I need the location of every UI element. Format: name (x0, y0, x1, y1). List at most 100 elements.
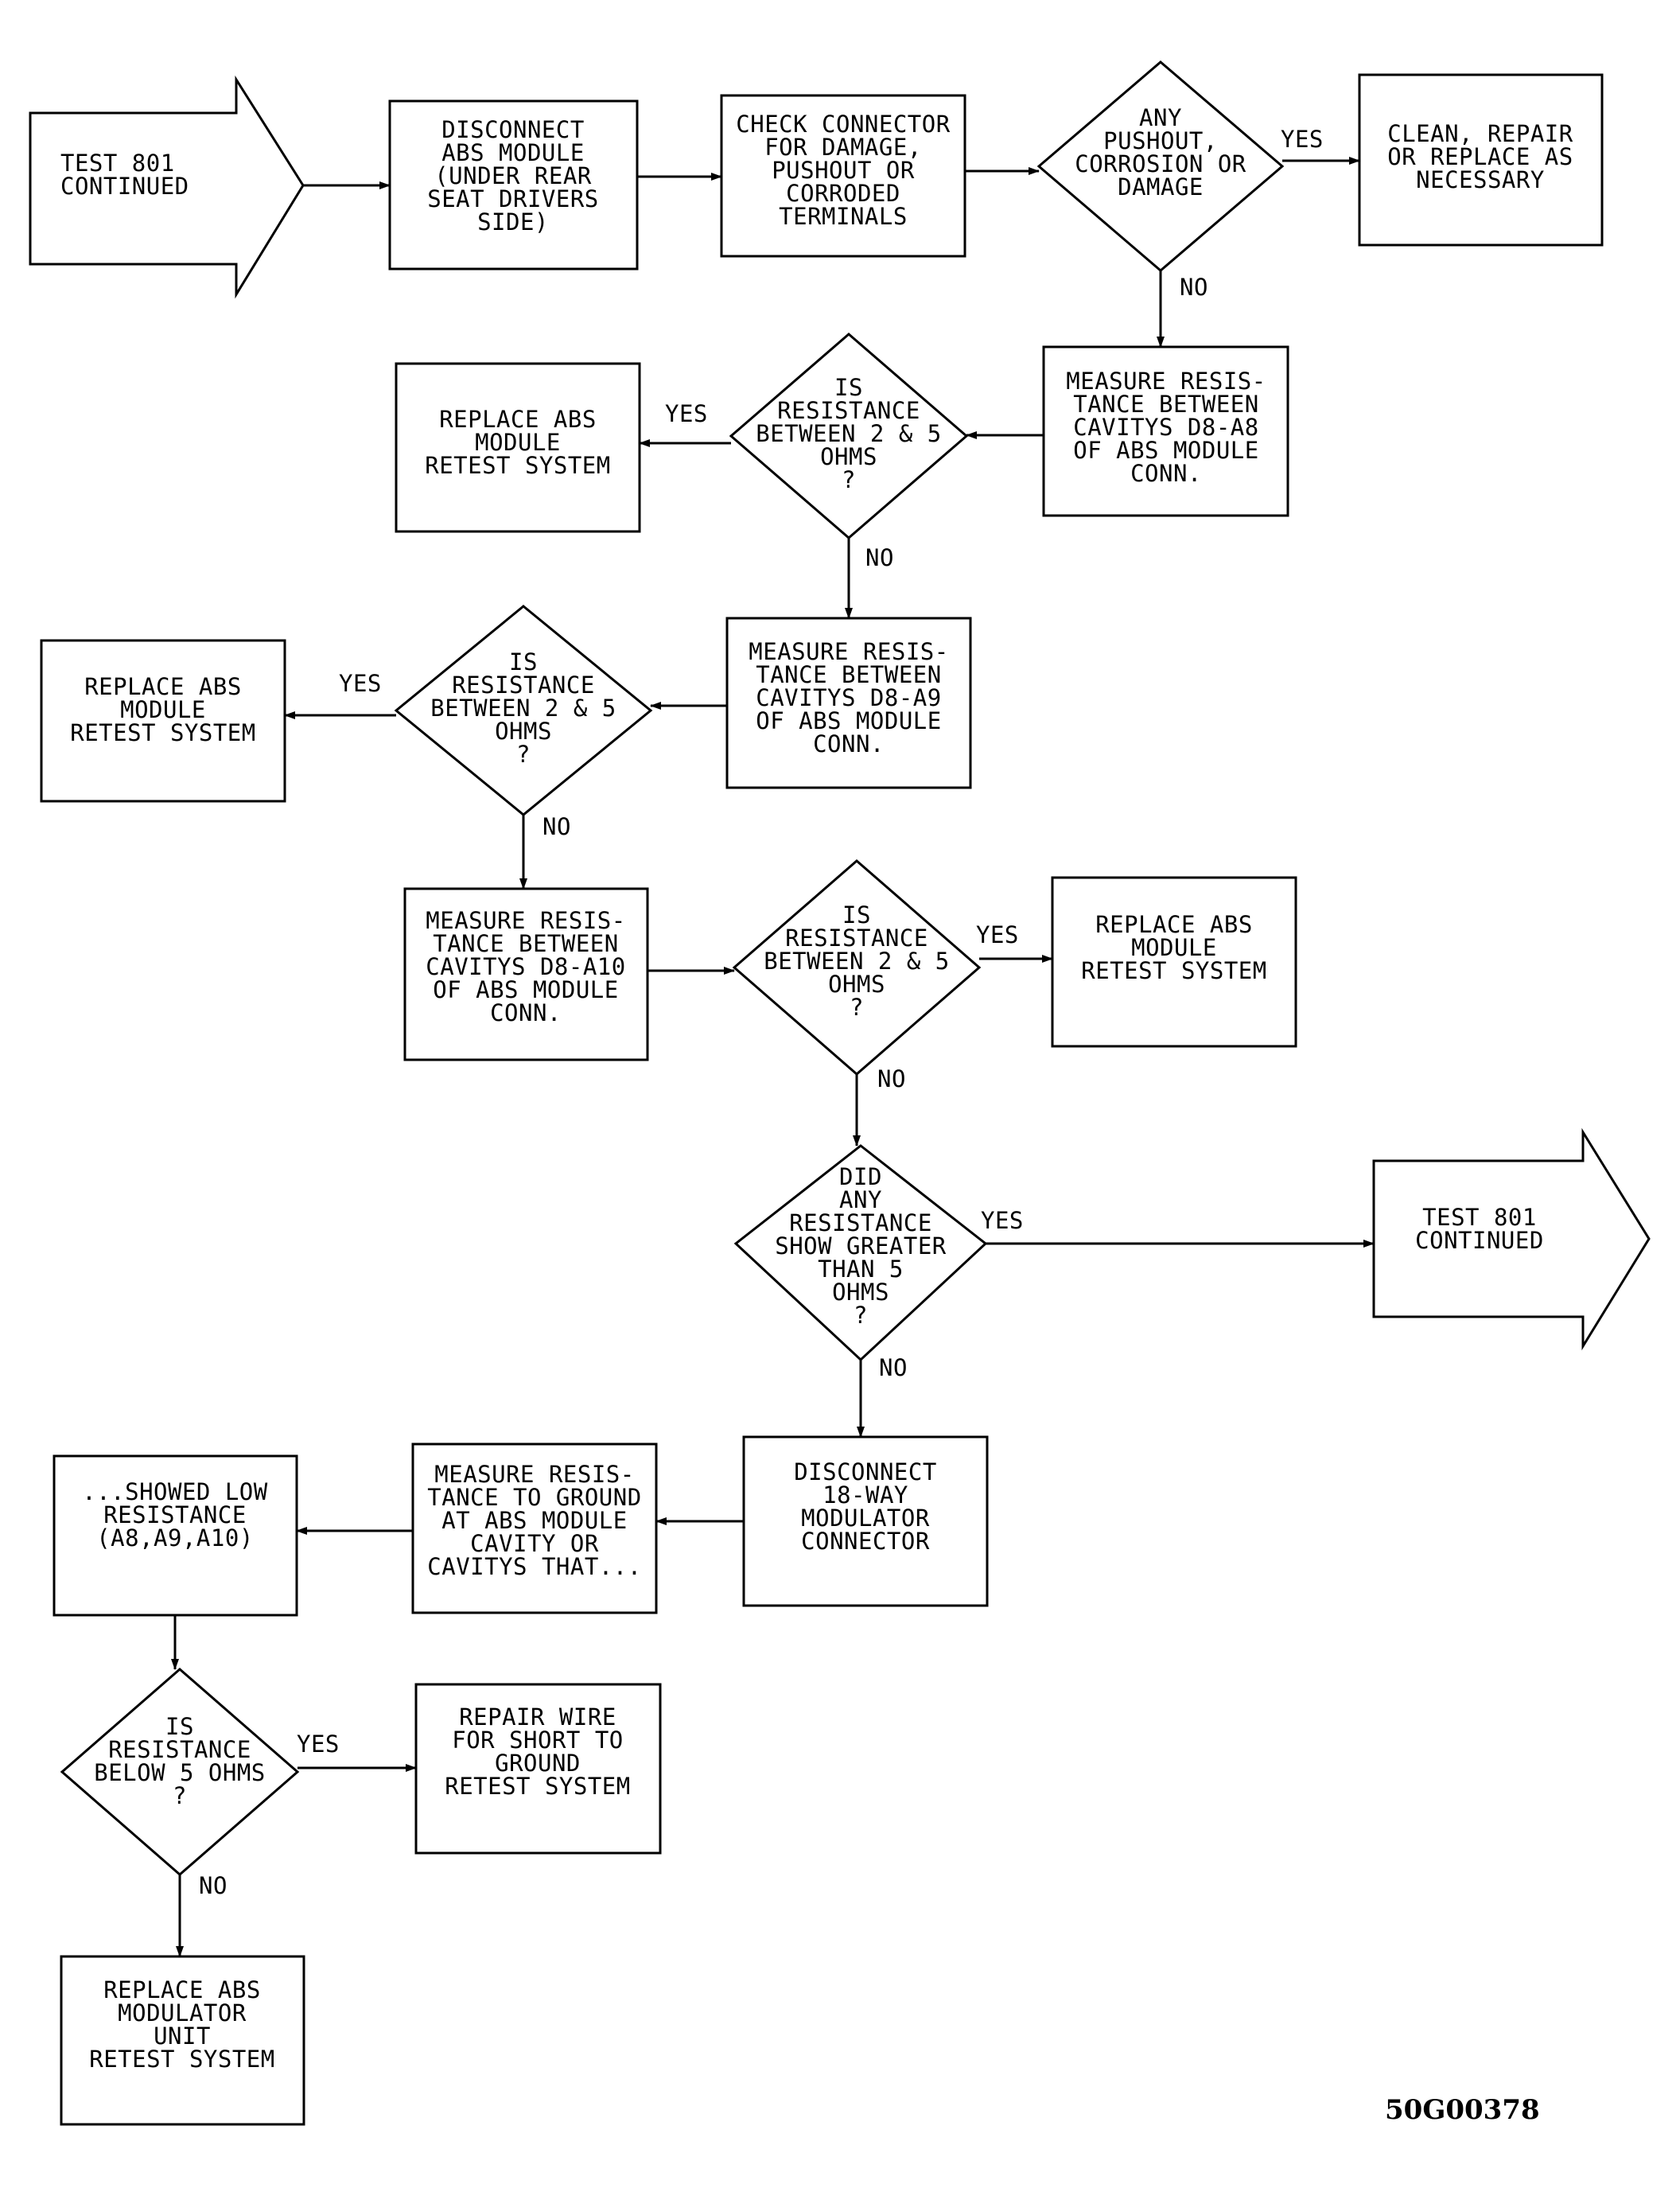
measure-ground-box (411, 1442, 658, 1614)
disconnect-abs-text-line: DISCONNECT (441, 116, 585, 143)
start-arrow-shape (29, 75, 305, 299)
replace-1-text-line: RETEST SYSTEM (425, 452, 610, 479)
is-res-2-text-line: IS (509, 648, 538, 675)
check-connector-text-line: FOR DAMAGE, (764, 134, 922, 161)
measure-ground-text-line: TANCE TO GROUND (427, 1484, 641, 1511)
is-below-text-line: ? (173, 1782, 187, 1809)
measure-a9-text-line: CAVITYS D8-A9 (756, 684, 941, 711)
is-res-2-text-line: ? (516, 741, 531, 768)
measure-a10-text-line: TANCE BETWEEN (433, 930, 618, 957)
showed-low-text-line: ...SHOWED LOW (82, 1478, 268, 1505)
check-connector-text-line: CORRODED (786, 180, 900, 207)
is-below-text-line: RESISTANCE (108, 1736, 251, 1763)
measure-ground-text-line: AT ABS MODULE (441, 1507, 627, 1534)
clean-repair-text-line: OR REPLACE AS (1387, 143, 1573, 170)
replace-2-text-line: RETEST SYSTEM (70, 719, 255, 746)
clean-repair-text-line: NECESSARY (1416, 166, 1545, 193)
shapes-layer (29, 60, 1651, 2126)
is-below-text-line: IS (165, 1713, 194, 1740)
end-arrow-text-line: CONTINUED (1415, 1227, 1544, 1254)
did-any-text-line: SHOW GREATER (775, 1232, 947, 1259)
measure-a9-text-line: CONN. (813, 730, 885, 757)
measure-a10-text-line: MEASURE RESIS- (426, 907, 625, 934)
did-any-text-line: DID (839, 1163, 882, 1190)
disconnect-abs-text-line: SEAT DRIVERS (427, 185, 599, 212)
is-res-3-text-line: ? (850, 994, 864, 1021)
measure-a8-text-line: OF ABS MODULE (1073, 437, 1258, 464)
replace-2-text-line: REPLACE ABS (84, 673, 242, 700)
yes-label: YES (976, 921, 1019, 948)
disconnect-18way-text-line: MODULATOR (801, 1505, 930, 1532)
repair-wire-text-line: GROUND (495, 1750, 581, 1777)
replace-3-text-line: RETEST SYSTEM (1081, 957, 1266, 984)
is-res-3-text-line: BETWEEN 2 & 5 (764, 948, 949, 975)
did-any-text-line: ? (854, 1302, 868, 1329)
any-pushout-text-line: ANY (1139, 104, 1182, 131)
repair-wire-text-line: FOR SHORT TO (452, 1727, 624, 1754)
is-res-1-text-line: RESISTANCE (777, 397, 920, 424)
disconnect-abs-text-line: SIDE) (477, 208, 549, 236)
any-pushout-text-line: CORROSION OR (1075, 150, 1246, 177)
did-any-text-line: ANY (839, 1186, 882, 1213)
replace-1-text-line: MODULE (475, 429, 561, 456)
replace-3-text-line: REPLACE ABS (1095, 911, 1253, 938)
no-label: NO (199, 1872, 228, 1899)
start-arrow-text-line: TEST 801 (60, 150, 175, 177)
repair-wire-text-line: REPAIR WIRE (459, 1703, 616, 1731)
is-res-1-text-line: IS (834, 374, 863, 401)
no-label: NO (865, 544, 894, 571)
no-label: NO (542, 813, 571, 840)
check-connector-text-line: PUSHOUT OR (772, 157, 915, 184)
disconnect-18way-text-line: 18-WAY (822, 1481, 908, 1509)
yes-label: YES (981, 1207, 1024, 1234)
repair-wire-text-line: RETEST SYSTEM (445, 1773, 630, 1800)
measure-a10-text-line: OF ABS MODULE (433, 976, 618, 1003)
is-res-3-text-line: RESISTANCE (785, 925, 928, 952)
is-res-1-text-line: ? (842, 466, 856, 493)
is-res-2-text-line: OHMS (495, 718, 552, 745)
measure-a9-text-line: TANCE BETWEEN (756, 661, 941, 688)
measure-a10-text-line: CAVITYS D8-A10 (426, 953, 625, 980)
is-res-3-text-line: IS (842, 901, 871, 929)
did-any-text-line: RESISTANCE (789, 1209, 932, 1236)
figure-code: 50G00378 (1385, 2094, 1540, 2126)
yes-label: YES (1281, 126, 1324, 153)
no-label: NO (877, 1065, 906, 1092)
is-res-1-text-line: BETWEEN 2 & 5 (756, 420, 941, 447)
is-below-text-line: BELOW 5 OHMS (94, 1759, 266, 1786)
is-res-1-text-line: OHMS (820, 443, 877, 470)
measure-ground-text-line: MEASURE RESIS- (434, 1461, 634, 1488)
replace-abs-2-box (40, 639, 286, 803)
yes-label: YES (665, 400, 708, 427)
showed-low-text-line: RESISTANCE (103, 1501, 247, 1528)
any-pushout-text-line: DAMAGE (1118, 173, 1204, 201)
measure-a8-text-line: CAVITYS D8-A8 (1073, 414, 1258, 441)
replace-modulator-text-line: UNIT (154, 2023, 211, 2050)
measure-a8-box (1042, 345, 1289, 517)
connectors-layer (171, 157, 1375, 1957)
measure-a9-text-line: MEASURE RESIS- (749, 638, 948, 665)
measure-ground-text-line: CAVITY OR (470, 1530, 599, 1557)
is-res-2-text-line: BETWEEN 2 & 5 (430, 695, 616, 722)
no-label: NO (879, 1354, 908, 1381)
replace-abs-1-box (395, 362, 641, 533)
replace-3-text-line: MODULE (1131, 934, 1217, 961)
no-label: NO (1180, 274, 1208, 301)
disconnect-abs-text-line: (UNDER REAR (434, 162, 592, 189)
disconnect-18way-text-line: CONNECTOR (801, 1528, 930, 1555)
is-res-3-text-line: OHMS (828, 971, 885, 998)
yes-label: YES (297, 1731, 340, 1758)
end-arrow-shape (1372, 1127, 1651, 1351)
did-any-text-line: THAN 5 (818, 1256, 904, 1283)
yes-label: YES (339, 670, 382, 697)
disconnect-18way-text-line: DISCONNECT (794, 1458, 937, 1485)
start-arrow-text-line: CONTINUED (60, 173, 189, 200)
disconnect-abs-text-line: ABS MODULE (441, 139, 585, 166)
measure-a8-text-line: CONN. (1130, 460, 1202, 487)
any-pushout-text-line: PUSHOUT, (1103, 127, 1218, 154)
check-connector-text-line: TERMINALS (779, 203, 908, 230)
replace-modulator-text-line: RETEST SYSTEM (89, 2046, 274, 2073)
replace-modulator-text-line: REPLACE ABS (103, 1976, 261, 2003)
